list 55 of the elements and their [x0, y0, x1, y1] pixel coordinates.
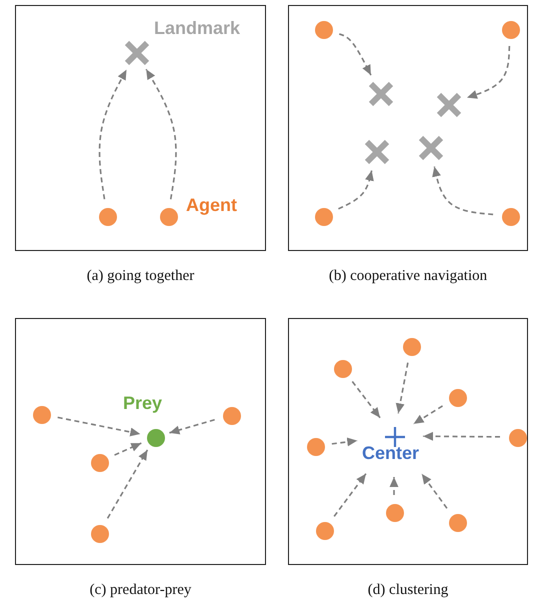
- dashed-arrow: [58, 416, 140, 436]
- dashed-arrow: [352, 381, 381, 418]
- agent-dot: [160, 208, 178, 226]
- dashed-arrow: [169, 418, 215, 434]
- agent-dot: [315, 208, 333, 226]
- landmark-cross-icon: [363, 138, 391, 166]
- panel-frame: [15, 5, 266, 251]
- agent-dot: [33, 406, 51, 424]
- dashed-arrow: [390, 477, 398, 495]
- agent-dot: [502, 208, 520, 226]
- dashed-arrow: [423, 432, 500, 441]
- dashed-arrow: [106, 450, 148, 519]
- agent-dot: [449, 514, 467, 532]
- center-label: Center: [362, 442, 420, 464]
- panel-frame: [288, 318, 528, 565]
- agent-dot: [386, 504, 404, 522]
- dashed-arrow: [332, 437, 358, 446]
- dashed-arrow: [339, 33, 372, 76]
- landmark-cross-icon: [417, 134, 445, 162]
- agent-dot: [334, 360, 352, 378]
- panel-caption: (c) predator-prey: [88, 581, 192, 600]
- dashed-arrow: [338, 170, 374, 210]
- prey-label: Prey: [123, 392, 162, 414]
- dashed-arrow: [145, 68, 177, 200]
- dashed-arrow: [334, 473, 367, 517]
- agent-dot: [91, 454, 109, 472]
- panel-caption: (b) cooperative navigation: [328, 267, 488, 286]
- landmark-cross-icon: [367, 80, 395, 108]
- agent-dot: [509, 429, 527, 447]
- dashed-arrow: [396, 362, 409, 414]
- center-plus-icon: [384, 426, 406, 448]
- panel-frame: [15, 318, 266, 565]
- panel-caption: (a) going together: [86, 267, 196, 286]
- agent-dot: [315, 21, 333, 39]
- agent-label: Agent: [186, 194, 237, 216]
- agent-dot: [403, 338, 421, 356]
- agent-dot: [316, 522, 334, 540]
- agent-dot: [307, 438, 325, 456]
- dashed-arrow: [421, 473, 448, 509]
- panel-frame: [288, 5, 528, 251]
- landmark-label: Landmark: [154, 17, 240, 39]
- agent-dot: [99, 208, 117, 226]
- agent-dot: [449, 389, 467, 407]
- dashed-arrow: [413, 405, 443, 425]
- dashed-arrow: [114, 442, 142, 456]
- dashed-arrow: [98, 69, 128, 200]
- panel-caption: (d) clustering: [366, 581, 450, 600]
- dashed-arrow: [432, 166, 494, 216]
- landmark-cross-icon: [435, 91, 463, 119]
- agent-dot: [91, 525, 109, 543]
- agent-dot: [223, 407, 241, 425]
- agent-dot: [502, 21, 520, 39]
- landmark-cross-icon: [123, 39, 151, 67]
- prey-dot: [147, 429, 165, 447]
- dashed-arrow: [466, 46, 510, 99]
